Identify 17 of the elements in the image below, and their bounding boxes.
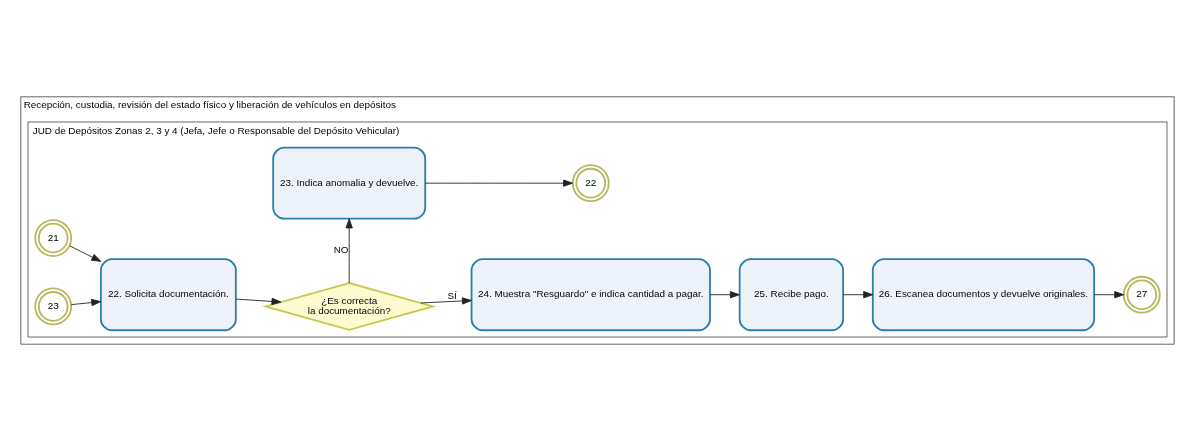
node-box: 26. Escanea documentos y devuelve originales. bbox=[871, 258, 1095, 332]
arrow bbox=[70, 298, 102, 307]
edge-label: NO bbox=[333, 244, 349, 256]
arrow bbox=[69, 245, 102, 262]
arrow bbox=[345, 218, 353, 284]
arrow bbox=[709, 291, 740, 299]
arrow bbox=[1093, 291, 1125, 299]
node-diamond: ¿Es correcta la documentación? bbox=[262, 282, 437, 331]
edge-label: SÍ bbox=[447, 290, 457, 302]
arrow bbox=[235, 297, 282, 305]
arrow bbox=[842, 291, 874, 299]
node-box: 23. Indica anomalia y devuelve. bbox=[272, 146, 427, 220]
node-box: 24. Muestra "Resguardo" e indica cantidad a pagar. bbox=[470, 258, 711, 332]
node-box: 22. Solicita documentación. bbox=[99, 258, 237, 332]
arrow bbox=[424, 179, 574, 187]
node-box: 25. Recibe pago. bbox=[738, 258, 844, 332]
arrow bbox=[420, 297, 472, 305]
